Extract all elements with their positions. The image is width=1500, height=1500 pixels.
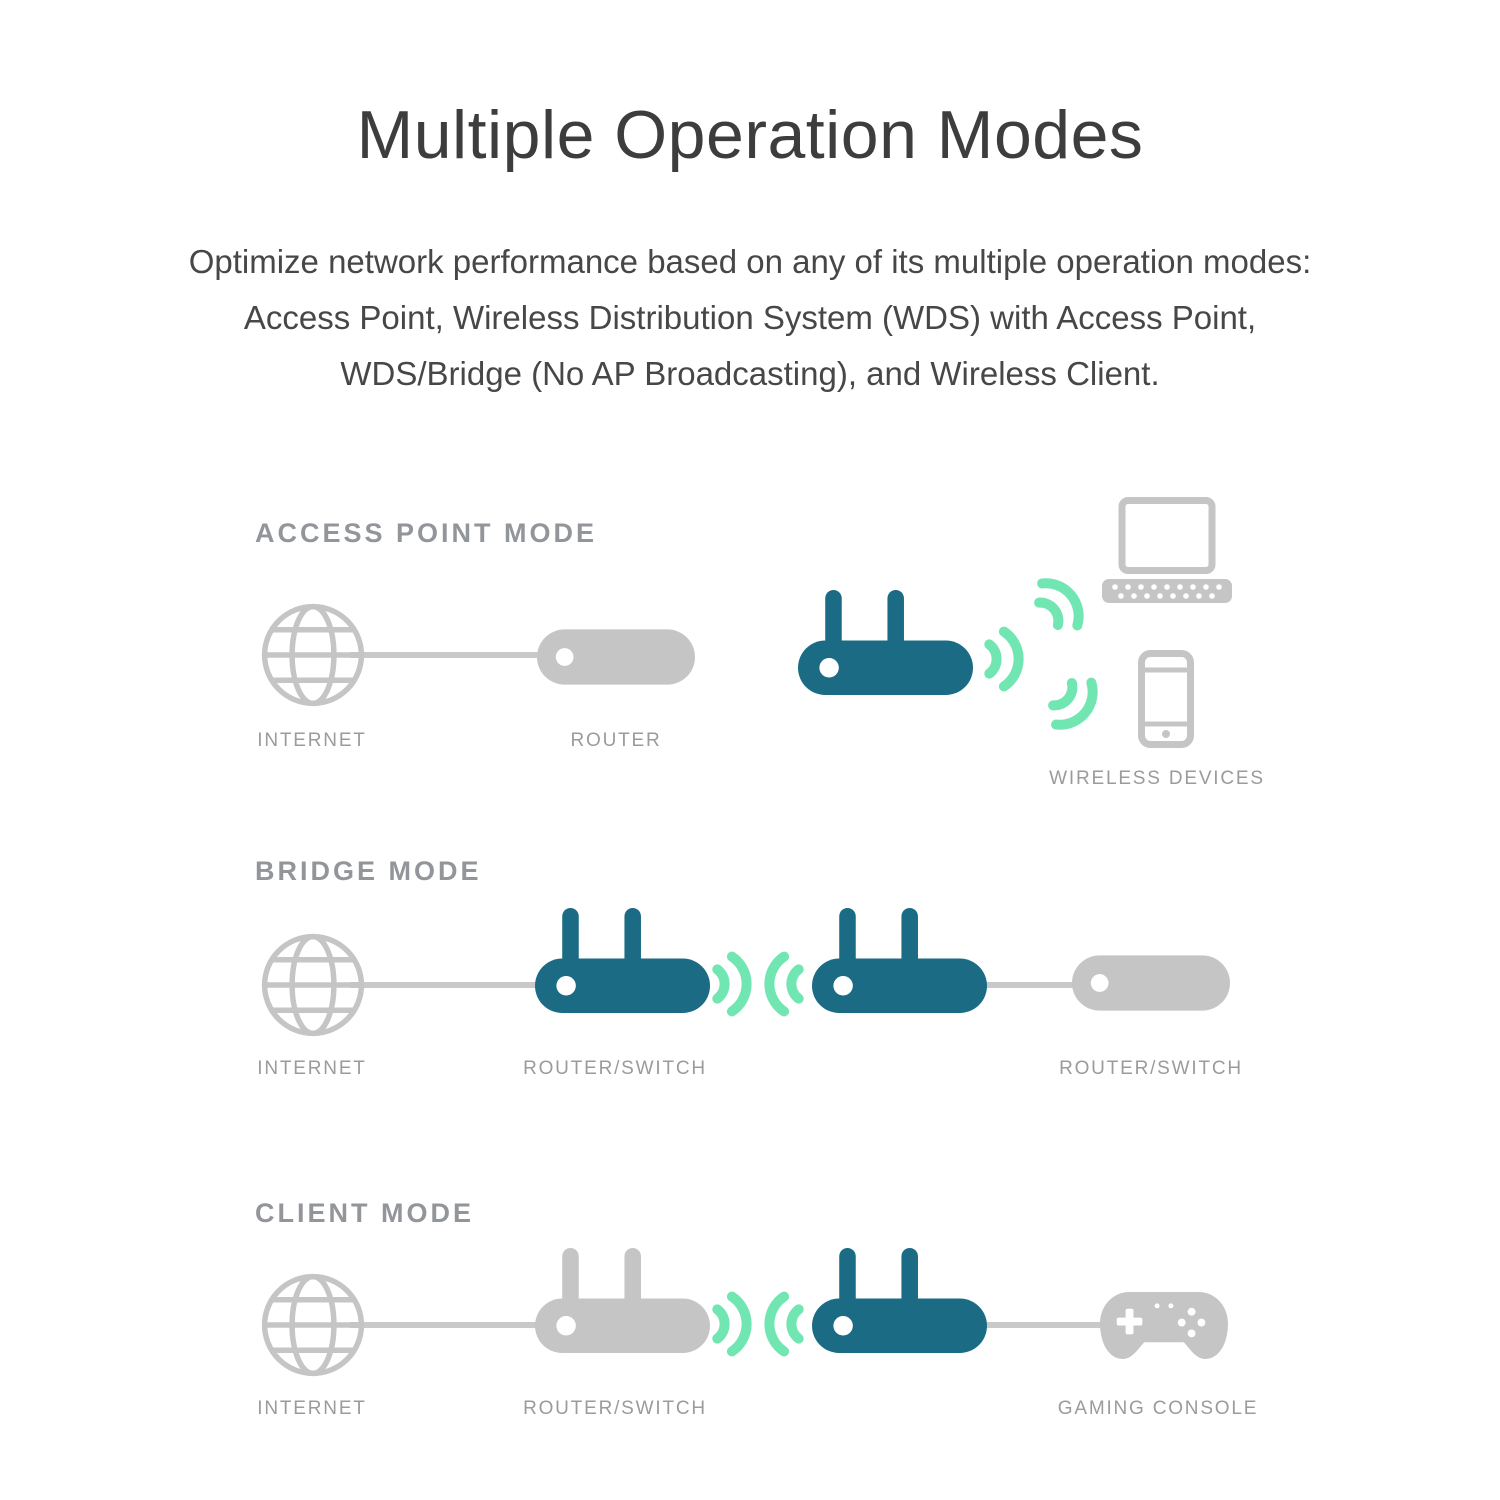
wifi-signal-icon bbox=[710, 945, 752, 1023]
label-router: ROUTER bbox=[570, 730, 662, 751]
wireless-router-icon bbox=[798, 590, 973, 695]
internet-globe-icon bbox=[258, 1270, 368, 1380]
section-heading-access-point-mode: ACCESS POINT MODE bbox=[255, 518, 598, 548]
label-wireless-devices: WIRELESS DEVICES bbox=[1049, 768, 1265, 789]
connector-line bbox=[975, 1322, 1115, 1328]
section-heading-bridge-mode: BRIDGE MODE bbox=[255, 856, 482, 886]
router-capsule-icon bbox=[1072, 955, 1230, 1011]
wifi-signal-icon bbox=[1018, 562, 1100, 649]
label-internet: INTERNET bbox=[257, 730, 367, 751]
label-router-switch: ROUTER/SWITCH bbox=[523, 1058, 707, 1079]
page-title: Multiple Operation Modes bbox=[356, 97, 1144, 173]
router-capsule-icon bbox=[537, 629, 695, 685]
smartphone-icon bbox=[1138, 650, 1194, 748]
intro-line-3: WDS/Bridge (No AP Broadcasting), and Wir… bbox=[340, 355, 1160, 392]
label-internet: INTERNET bbox=[257, 1398, 367, 1419]
wireless-router-icon bbox=[812, 908, 987, 1013]
wifi-signal-icon bbox=[982, 620, 1024, 698]
wifi-signal-icon bbox=[1032, 660, 1114, 747]
section-heading-client-mode: CLIENT MODE bbox=[255, 1198, 474, 1228]
internet-globe-icon bbox=[258, 600, 368, 710]
wireless-router-icon bbox=[812, 1248, 987, 1353]
connector-line bbox=[350, 982, 570, 988]
wireless-router-icon bbox=[535, 908, 710, 1013]
internet-globe-icon bbox=[258, 930, 368, 1040]
wifi-signal-icon bbox=[710, 1285, 752, 1363]
intro-line-2: Access Point, Wireless Distribution Syst… bbox=[243, 299, 1257, 336]
wifi-signal-icon bbox=[764, 1285, 806, 1363]
label-router-switch: ROUTER/SWITCH bbox=[523, 1398, 707, 1419]
intro-line-1: Optimize network performance based on an… bbox=[188, 243, 1312, 280]
label-internet: INTERNET bbox=[257, 1058, 367, 1079]
connector-line bbox=[975, 982, 1100, 988]
gamepad-icon bbox=[1100, 1284, 1228, 1369]
wireless-router-icon bbox=[535, 1248, 710, 1353]
label-router-switch: ROUTER/SWITCH bbox=[1059, 1058, 1243, 1079]
laptop-icon bbox=[1102, 497, 1232, 607]
wifi-signal-icon bbox=[764, 945, 806, 1023]
label-gaming-console: GAMING CONSOLE bbox=[1057, 1398, 1259, 1419]
connector-line bbox=[350, 1322, 570, 1328]
intro-paragraph: Optimize network performance based on an… bbox=[0, 234, 1500, 402]
connector-line bbox=[350, 652, 570, 658]
